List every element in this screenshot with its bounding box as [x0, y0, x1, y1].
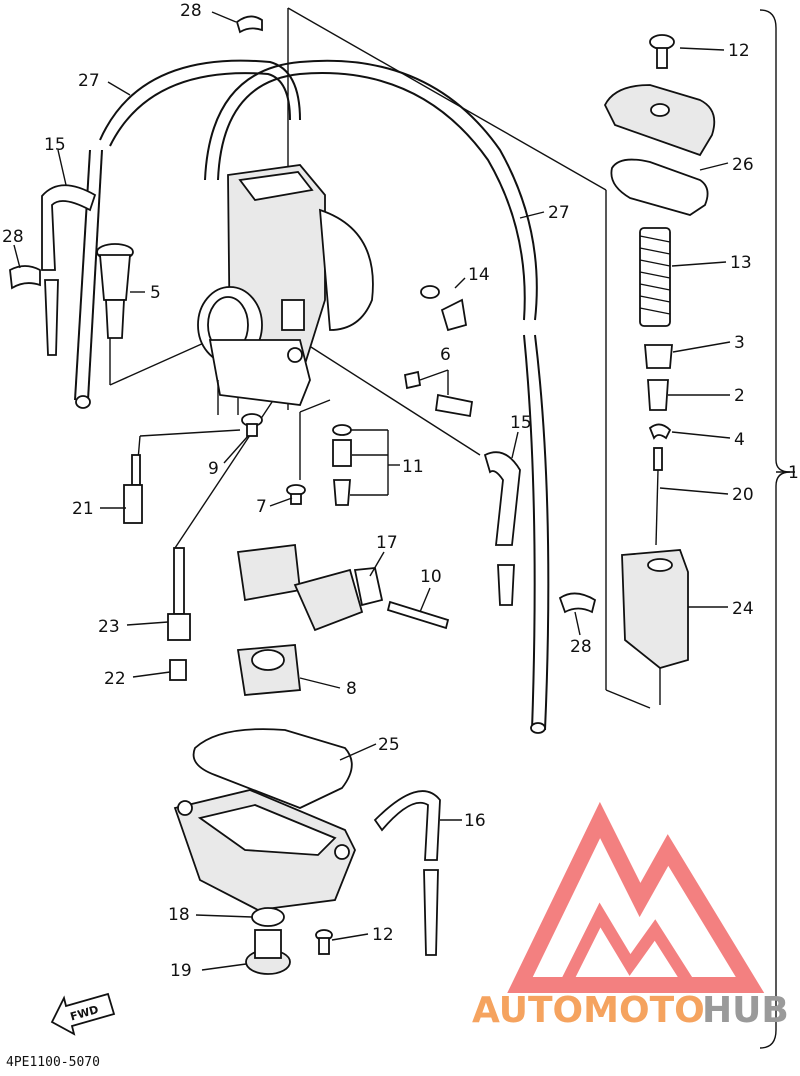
part-9-screw — [241, 413, 263, 437]
callout-2: 2 — [734, 386, 745, 406]
part-6-screw — [403, 370, 474, 418]
callouts: 28 27 15 28 5 12 26 27 13 14 6 3 2 4 9 1… — [2, 1, 799, 981]
float-bowl — [173, 789, 356, 911]
part-20-jet-needle — [653, 447, 663, 546]
callout-17: 17 — [376, 533, 398, 553]
callout-14: 14 — [468, 265, 490, 285]
assembly-bracket — [759, 9, 791, 1049]
part-25-gasket — [192, 728, 353, 809]
callout-4: 4 — [734, 430, 745, 450]
part-3-holder — [644, 344, 673, 369]
part-14-pilot-screw — [420, 285, 468, 332]
callout-15-right: 15 — [510, 413, 532, 433]
part-17 — [353, 567, 384, 607]
callout-28-top: 28 — [180, 1, 202, 21]
carburetor-body — [197, 164, 374, 415]
callout-1: 1 — [788, 463, 799, 483]
callout-23: 23 — [98, 617, 120, 637]
part-21-jet — [123, 454, 143, 524]
part-22-jet — [169, 659, 187, 681]
part-2-needle-holder — [647, 379, 669, 411]
callout-11: 11 — [402, 457, 424, 477]
callout-12-bottom: 12 — [372, 925, 394, 945]
watermark-text-orange: AUTOMOTO — [472, 990, 705, 1031]
callout-6: 6 — [440, 345, 451, 365]
callout-18: 18 — [168, 905, 190, 925]
leader-lines — [13, 11, 731, 971]
part-11-float-valve — [332, 424, 352, 506]
part-5-plug — [96, 243, 134, 339]
callout-12-top: 12 — [728, 41, 750, 61]
callout-27-right: 27 — [548, 203, 570, 223]
callout-13: 13 — [730, 253, 752, 273]
hose-clip-28-top — [235, 15, 263, 34]
callout-25: 25 — [378, 735, 400, 755]
callout-5: 5 — [150, 283, 161, 303]
callout-20: 20 — [732, 485, 754, 505]
callout-9: 9 — [208, 459, 219, 479]
part-7-screw — [286, 484, 306, 505]
callout-26: 26 — [732, 155, 754, 175]
float — [236, 543, 364, 632]
callout-7: 7 — [256, 497, 267, 517]
callout-15-left: 15 — [44, 135, 66, 155]
part-24-throttle-valve — [621, 549, 689, 705]
part-16-drain-hose — [373, 790, 441, 956]
fwd-arrow-icon — [50, 992, 116, 1036]
callout-16: 16 — [464, 811, 486, 831]
callout-10: 10 — [420, 567, 442, 587]
hose-clip-28-left — [9, 265, 41, 290]
hose-15-right — [483, 451, 521, 606]
hose-15-left — [41, 184, 97, 356]
part-cap-cover — [603, 84, 716, 157]
automotohub-logo — [507, 801, 765, 993]
callout-28-right: 28 — [570, 637, 592, 657]
vent-hose-27 — [74, 59, 550, 734]
part-13-spring — [639, 227, 671, 327]
part-18-o-ring — [251, 907, 285, 927]
part-8-baffle — [236, 644, 301, 696]
part-12-screw-bottom — [315, 929, 333, 955]
hose-clip-28-right — [558, 592, 597, 614]
diagram-code: 4PE1100-5070 — [6, 1055, 100, 1070]
callout-3: 3 — [734, 333, 745, 353]
part-10-pin — [386, 600, 450, 630]
callout-19: 19 — [170, 961, 192, 981]
callout-8: 8 — [346, 679, 357, 699]
callout-22: 22 — [104, 669, 126, 689]
callout-24: 24 — [732, 599, 754, 619]
callout-28-left: 28 — [2, 227, 24, 247]
part-19-drain-plug — [245, 929, 291, 975]
part-23-needle-jet — [167, 547, 191, 641]
callout-27-left: 27 — [78, 71, 100, 91]
part-12-screw-top — [649, 34, 675, 69]
watermark-text-gray: HUB — [702, 990, 789, 1031]
part-26-gasket — [610, 158, 709, 216]
part-4-clip — [648, 423, 672, 440]
callout-21: 21 — [72, 499, 94, 519]
